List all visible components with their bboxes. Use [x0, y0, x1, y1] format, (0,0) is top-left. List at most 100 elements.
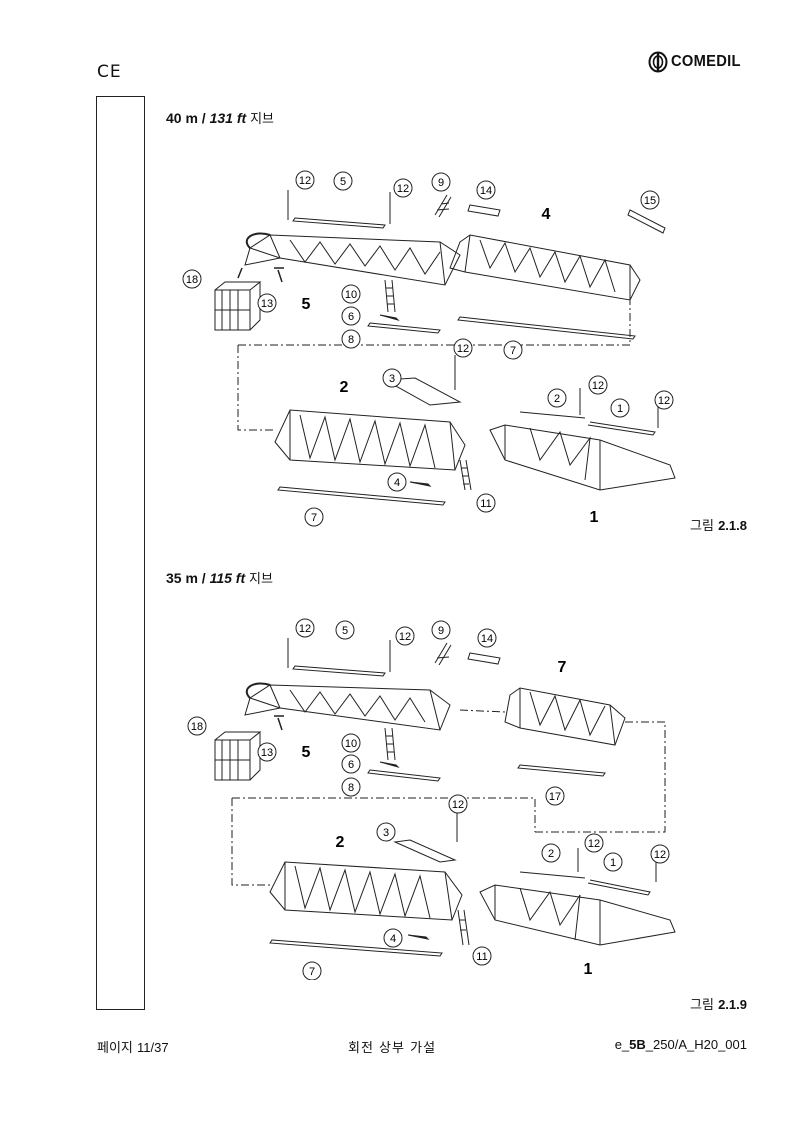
page-indicator: 페이지 11/37 — [97, 1037, 169, 1056]
svg-text:13: 13 — [261, 298, 273, 310]
callout: 12 — [584, 833, 604, 853]
part-number: 2 — [336, 834, 345, 851]
callout: 13 — [257, 742, 277, 762]
callout: 12 — [588, 375, 608, 395]
callout: 6 — [341, 306, 361, 326]
callout: 12 — [393, 178, 413, 198]
callout: 18 — [187, 716, 207, 736]
part-number: 5 — [302, 296, 311, 313]
svg-text:17: 17 — [549, 791, 561, 803]
callouts-fig-2-1-9: 12 5 12 9 14 18 13 10 6 8 17 12 3 2 12 1… — [187, 618, 670, 980]
callout: 4 — [383, 928, 403, 948]
comedil-logo: COMEDIL — [648, 51, 747, 73]
callout: 6 — [341, 754, 361, 774]
callout: 14 — [476, 180, 496, 200]
svg-text:14: 14 — [480, 185, 492, 197]
svg-text:3: 3 — [389, 373, 395, 385]
callout: 3 — [382, 368, 402, 388]
svg-text:2: 2 — [548, 848, 554, 860]
callout: 2 — [547, 388, 567, 408]
left-margin-box — [96, 96, 145, 1010]
title-suffix: 지브 — [250, 112, 274, 127]
callout: 5 — [335, 620, 355, 640]
callout: 11 — [476, 493, 496, 513]
title-length: 40 m / — [166, 110, 206, 126]
callout: 10 — [341, 284, 361, 304]
svg-text:9: 9 — [438, 177, 444, 189]
callout: 12 — [448, 794, 468, 814]
svg-text:13: 13 — [261, 747, 273, 759]
figure-caption-2-1-8: 그림 2.1.8 — [690, 518, 747, 534]
document-code: e_5B_250/A_H20_001 — [614, 1037, 747, 1052]
callout: 7 — [304, 507, 324, 527]
svg-text:12: 12 — [457, 343, 469, 355]
jib-diagram-35m: 12 5 12 9 14 18 13 10 6 8 17 12 3 2 12 1… — [187, 618, 676, 980]
callout: 1 — [603, 852, 623, 872]
footer-section-title: 회전 상부 가설 — [348, 1041, 437, 1056]
logo-text: COMEDIL — [671, 53, 741, 70]
callout: 12 — [295, 618, 315, 638]
svg-text:18: 18 — [191, 721, 203, 733]
jib-diagram-40m: 12 5 12 9 14 15 18 13 10 6 8 7 12 3 2 12… — [182, 170, 676, 527]
ce-mark: CE — [97, 62, 122, 82]
svg-text:7: 7 — [309, 966, 315, 978]
page-label: 페이지 — [97, 1041, 133, 1056]
part-number: 1 — [584, 961, 593, 978]
svg-text:12: 12 — [452, 799, 464, 811]
svg-text:4: 4 — [390, 933, 396, 945]
svg-text:15: 15 — [644, 195, 656, 207]
callout: 2 — [541, 843, 561, 863]
svg-text:4: 4 — [394, 477, 400, 489]
svg-text:3: 3 — [383, 827, 389, 839]
svg-text:14: 14 — [481, 633, 493, 645]
callout: 8 — [341, 329, 361, 349]
svg-text:10: 10 — [345, 738, 357, 750]
callout: 5 — [333, 171, 353, 191]
callout: 18 — [182, 269, 202, 289]
svg-text:5: 5 — [342, 625, 348, 637]
callout: 9 — [431, 620, 451, 640]
svg-text:5: 5 — [340, 176, 346, 188]
svg-text:1: 1 — [617, 403, 623, 415]
svg-text:8: 8 — [348, 782, 354, 794]
part-number: 4 — [542, 206, 551, 223]
svg-text:6: 6 — [348, 759, 354, 771]
svg-text:7: 7 — [510, 345, 516, 357]
logo-icon — [648, 51, 668, 73]
callout: 13 — [257, 293, 277, 313]
svg-text:18: 18 — [186, 274, 198, 286]
svg-text:12: 12 — [299, 175, 311, 187]
callout: 1 — [610, 398, 630, 418]
svg-text:12: 12 — [397, 183, 409, 195]
svg-text:12: 12 — [592, 380, 604, 392]
callout: 12 — [650, 844, 670, 864]
callout: 10 — [341, 733, 361, 753]
svg-text:1: 1 — [610, 857, 616, 869]
part-numbers-fig-2-1-9: 7 5 2 1 — [302, 659, 593, 978]
part-numbers-fig-2-1-8: 4 5 2 1 — [302, 206, 599, 526]
svg-text:12: 12 — [588, 838, 600, 850]
page-number: 11/37 — [137, 1040, 169, 1055]
callout: 4 — [387, 472, 407, 492]
section-title-40m: 40 m / 131 ft 지브 — [166, 108, 274, 127]
callout: 12 — [395, 626, 415, 646]
svg-text:10: 10 — [345, 289, 357, 301]
svg-text:11: 11 — [476, 951, 487, 963]
callout: 12 — [654, 390, 674, 410]
svg-text:9: 9 — [438, 625, 444, 637]
callout: 12 — [295, 170, 315, 190]
title-ft: 115 ft — [209, 570, 246, 586]
svg-text:6: 6 — [348, 311, 354, 323]
callout: 11 — [472, 946, 492, 966]
callout: 7 — [302, 961, 322, 980]
callout: 3 — [376, 822, 396, 842]
svg-text:7: 7 — [311, 512, 317, 524]
part-number: 7 — [558, 659, 567, 676]
part-number: 2 — [340, 379, 349, 396]
callout: 8 — [341, 777, 361, 797]
svg-text:12: 12 — [299, 623, 311, 635]
title-suffix: 지브 — [249, 572, 273, 587]
svg-text:2: 2 — [554, 393, 560, 405]
svg-text:12: 12 — [654, 849, 666, 861]
svg-text:11: 11 — [480, 498, 491, 510]
